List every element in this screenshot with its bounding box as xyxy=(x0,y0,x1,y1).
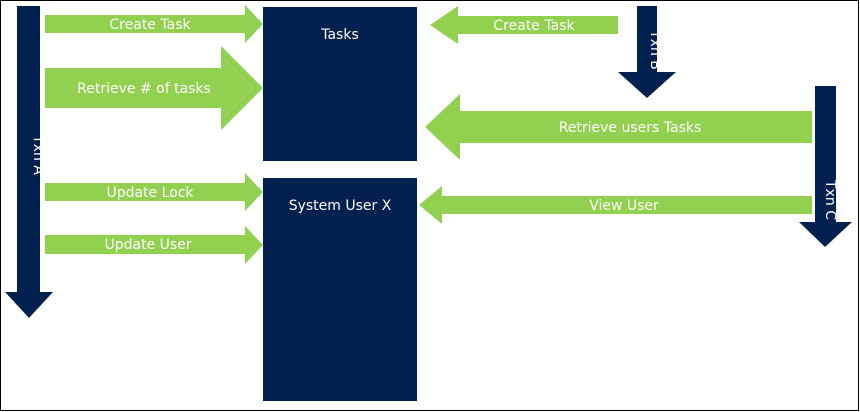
txn-a-arrow xyxy=(5,6,53,318)
arrow-a-update-lock-label: Update Lock xyxy=(106,185,194,201)
txn-c-arrow xyxy=(799,86,852,247)
txn-b-arrow xyxy=(618,6,676,98)
arrow-c-retrieve-tasks-label: Retrieve users Tasks xyxy=(559,120,702,136)
arrow-a-create-task xyxy=(45,5,263,43)
arrow-c-view-user-label: View User xyxy=(589,198,659,214)
txn-a-label: Txn A xyxy=(30,134,46,175)
system-user-box-label: System User X xyxy=(289,198,392,214)
tasks-box xyxy=(263,7,417,161)
tasks-box-label: Tasks xyxy=(320,27,359,43)
arrow-a-create-task-label: Create Task xyxy=(109,17,191,33)
arrow-a-update-lock xyxy=(45,173,263,211)
arrow-b-create-task-label: Create Task xyxy=(493,18,575,34)
arrow-a-retrieve-count xyxy=(45,46,263,130)
arrow-c-retrieve-tasks xyxy=(425,94,812,160)
txn-b-label: Txn B xyxy=(647,29,663,70)
arrow-b-create-task xyxy=(430,6,618,44)
arrow-a-update-user xyxy=(45,226,263,264)
system-user-box xyxy=(263,178,417,401)
arrow-a-update-user-label: Update User xyxy=(104,237,191,253)
txn-c-label: Txn C xyxy=(822,179,838,220)
arrow-a-retrieve-count-label: Retrieve # of tasks xyxy=(77,81,211,97)
arrow-c-view-user xyxy=(419,186,812,224)
